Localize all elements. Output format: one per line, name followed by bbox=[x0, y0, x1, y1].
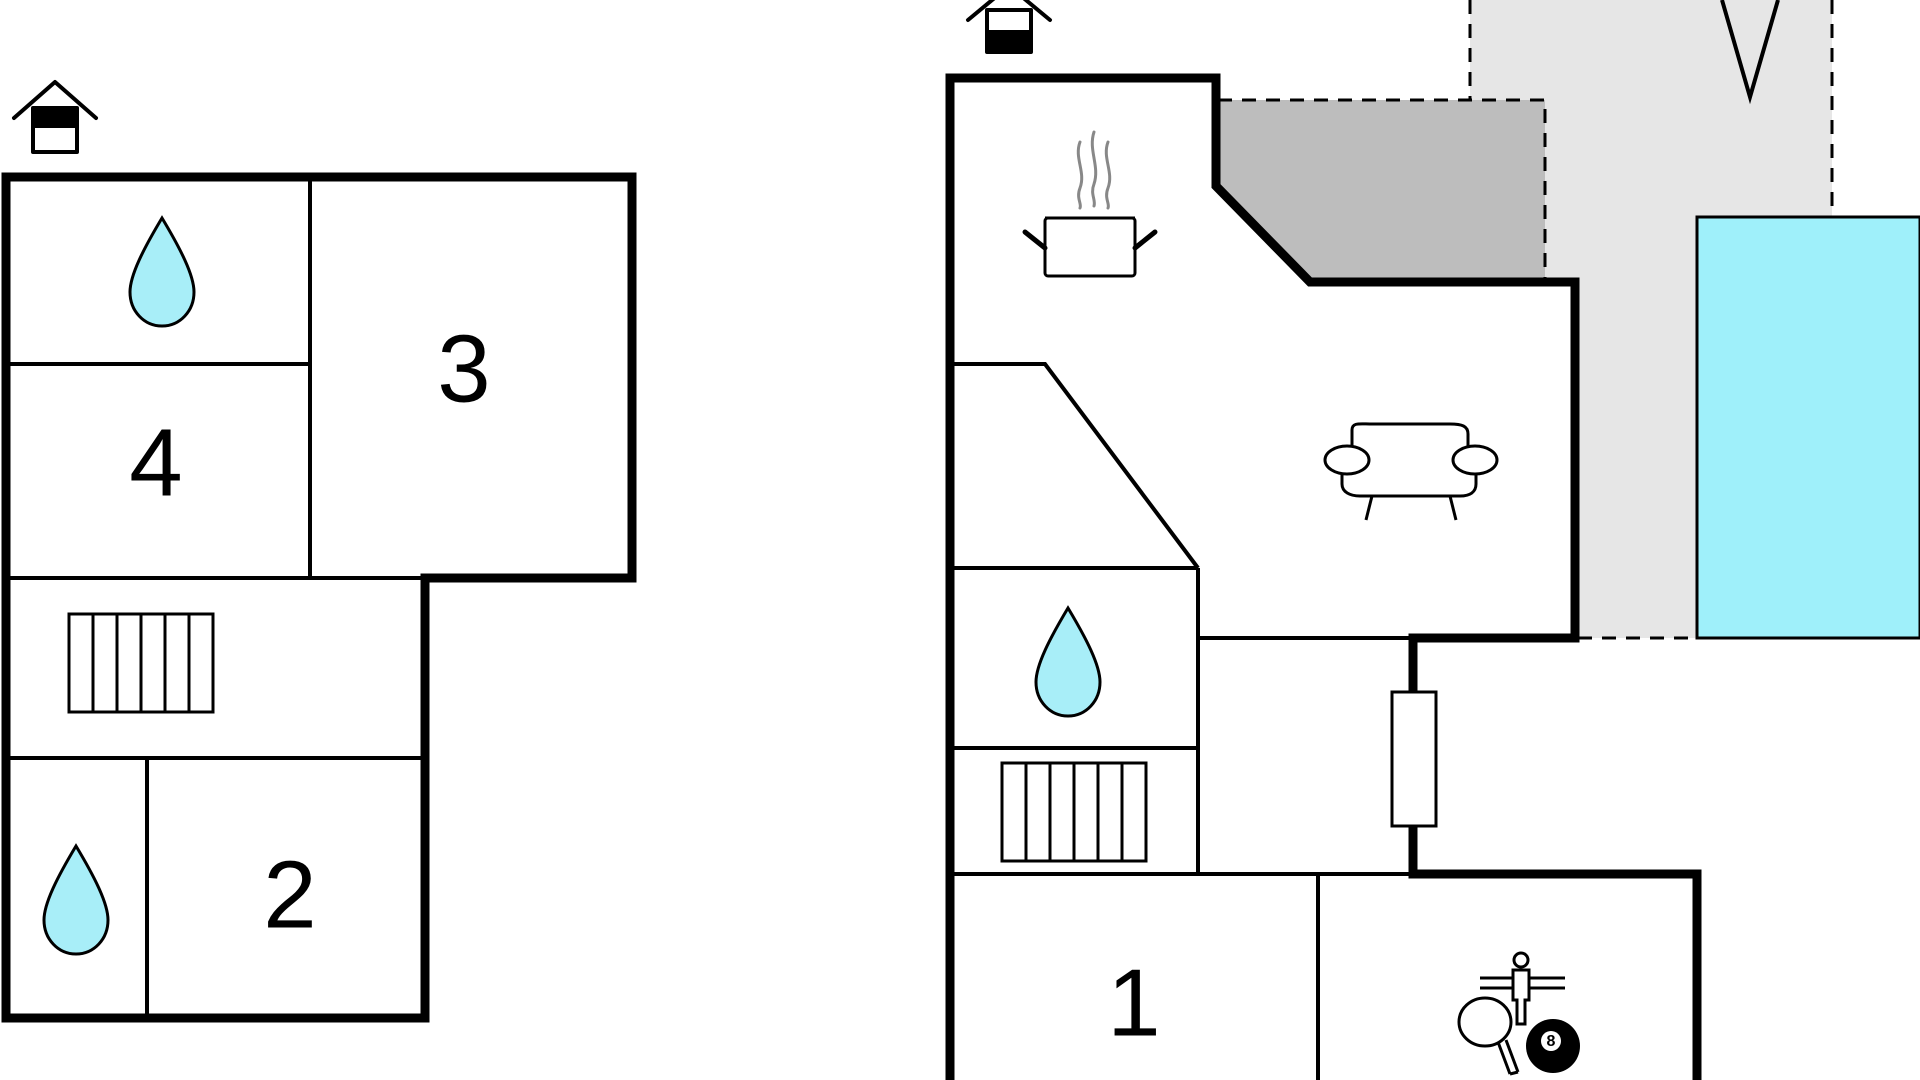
water-drop-icon bbox=[42, 843, 110, 956]
parasol-icon bbox=[1720, 0, 1780, 105]
upper-floor-interior-walls bbox=[6, 177, 425, 1018]
pool bbox=[1695, 215, 1920, 640]
door-icon bbox=[1390, 690, 1438, 828]
room-number-1: 1 bbox=[1107, 949, 1160, 1056]
upper-floor-plan: 4 3 2 bbox=[1, 80, 637, 1023]
billiard-ball-icon: 8 bbox=[1526, 1019, 1580, 1073]
stairs-icon bbox=[67, 612, 215, 714]
cooking-pot-icon bbox=[1022, 130, 1158, 278]
ground-floor-outer-wall bbox=[945, 73, 1702, 1080]
room-number-3: 3 bbox=[437, 315, 490, 422]
covered-terrace bbox=[1218, 100, 1545, 282]
ping-pong-icon bbox=[1457, 996, 1520, 1076]
stairs-icon bbox=[1000, 761, 1148, 863]
ground-floor-plan: 1 8 bbox=[945, 0, 1920, 1080]
room-number-2: 2 bbox=[263, 841, 316, 948]
water-drop-icon bbox=[1034, 605, 1102, 718]
open-terrace-dashed-border bbox=[1468, 0, 1834, 640]
billiard-ball-number: 8 bbox=[1547, 1033, 1556, 1050]
room-number-4: 4 bbox=[129, 409, 182, 516]
ground-floor-interior-walls bbox=[950, 362, 1413, 1080]
covered-terrace-dashed-border bbox=[1218, 98, 1547, 282]
sofa-icon bbox=[1323, 422, 1499, 521]
house-icon bbox=[966, 0, 1052, 54]
house-icon bbox=[12, 80, 98, 154]
water-drop-icon bbox=[128, 215, 196, 328]
foosball-icon bbox=[1480, 951, 1565, 1026]
